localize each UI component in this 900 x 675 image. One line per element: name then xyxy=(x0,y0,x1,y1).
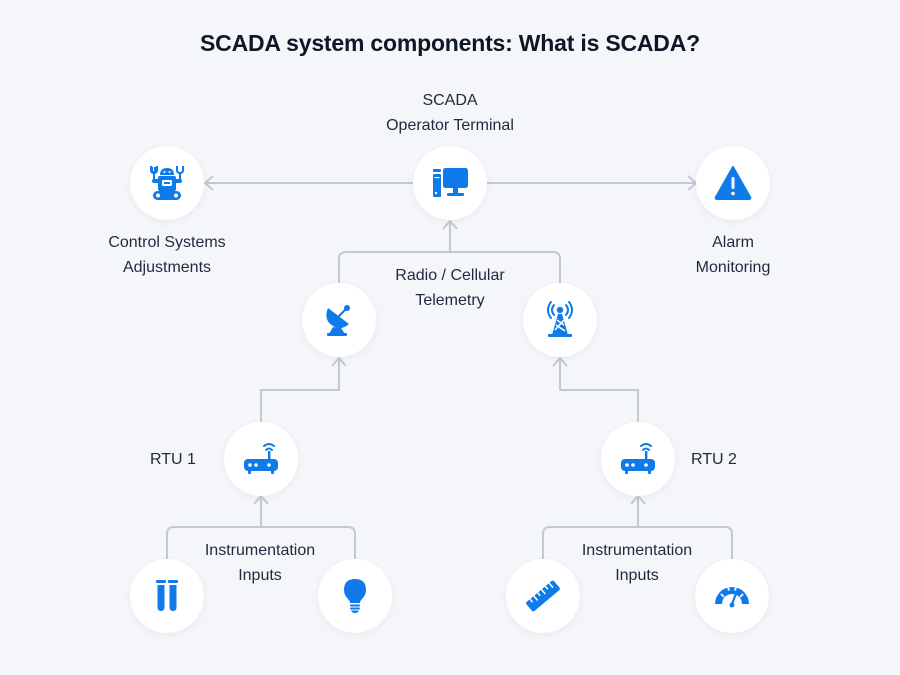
router-icon xyxy=(244,443,278,474)
gauge-icon xyxy=(715,586,749,608)
rtu2-node[interactable] xyxy=(601,422,675,496)
alarm-monitoring-label: Alarm Monitoring xyxy=(633,230,833,280)
label-line: Instrumentation xyxy=(581,542,693,559)
warning-triangle-icon xyxy=(714,166,752,200)
radio-tower-icon xyxy=(547,301,573,337)
inputs2-label: Instrumentation Inputs xyxy=(537,538,737,588)
telemetry-label: Radio / Cellular Telemetry xyxy=(350,263,550,313)
light-bulb-node[interactable] xyxy=(318,559,392,633)
light-bulb-icon xyxy=(344,579,366,613)
gauge-node[interactable] xyxy=(695,559,769,633)
label-line: Telemetry xyxy=(415,292,485,309)
test-tubes-icon xyxy=(156,580,178,611)
label-line: Control Systems xyxy=(108,234,226,251)
test-tubes-node[interactable] xyxy=(130,559,204,633)
ruler-node[interactable] xyxy=(506,559,580,633)
control-systems-node[interactable] xyxy=(130,146,204,220)
label-line: Alarm xyxy=(712,234,754,251)
label-line: Adjustments xyxy=(122,259,212,276)
alarm-monitoring-node[interactable] xyxy=(696,146,770,220)
router-icon xyxy=(621,443,655,474)
robot-icon xyxy=(150,166,184,200)
label-line: Radio / Cellular xyxy=(395,267,505,284)
operator-terminal-node[interactable] xyxy=(413,146,487,220)
label-line: Inputs xyxy=(238,567,282,584)
satellite-dish-icon xyxy=(326,305,350,336)
ruler-icon xyxy=(526,580,560,612)
satellite-dish-node[interactable] xyxy=(302,283,376,357)
label-line: Instrumentation xyxy=(204,542,316,559)
rtu1-node[interactable] xyxy=(224,422,298,496)
label-line: Operator Terminal xyxy=(386,117,514,134)
label-line: Inputs xyxy=(615,567,659,584)
label-line: Monitoring xyxy=(695,259,771,276)
radio-tower-node[interactable] xyxy=(523,283,597,357)
rtu2-label: RTU 2 xyxy=(691,451,737,468)
label-line: SCADA xyxy=(422,92,478,109)
desktop-computer-icon xyxy=(433,168,468,197)
diagram-title: SCADA system components: What is SCADA? xyxy=(200,30,700,56)
control-systems-label: Control Systems Adjustments xyxy=(67,230,267,280)
inputs1-label: Instrumentation Inputs xyxy=(160,538,360,588)
operator-terminal-label: SCADA Operator Terminal xyxy=(350,88,550,138)
rtu1-label: RTU 1 xyxy=(150,451,196,468)
